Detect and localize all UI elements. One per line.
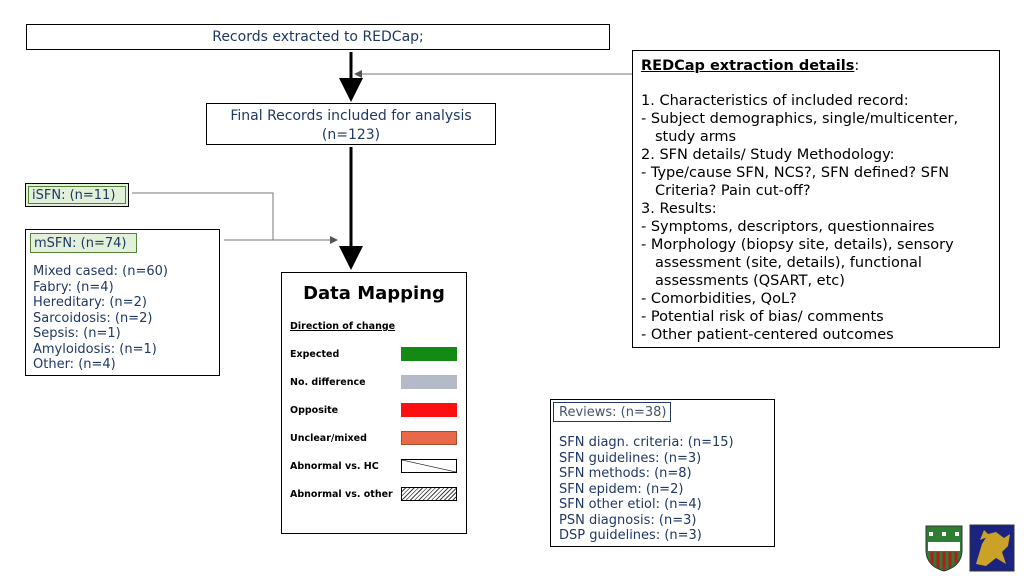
legend-title: Data Mapping bbox=[303, 283, 445, 304]
msfn-box: mSFN: (n=74) Mixed cased: (n=60)Fabry: (… bbox=[25, 229, 220, 376]
msfn-item: Sarcoidosis: (n=2) bbox=[33, 310, 153, 326]
legend-swatch bbox=[401, 375, 457, 389]
reviews-list: SFN diagn. criteria: (n=15)SFN guideline… bbox=[559, 435, 734, 544]
review-item: SFN diagn. criteria: (n=15) bbox=[559, 435, 734, 450]
redcap-detail-line: - Type/cause SFN, NCS?, SFN defined? SFN bbox=[641, 165, 950, 181]
redcap-detail-line: - Potential risk of bias/ comments bbox=[641, 309, 884, 325]
legend-row-label: Abnormal vs. HC bbox=[290, 461, 379, 472]
redcap-detail-line: - Other patient-centered outcomes bbox=[641, 327, 894, 343]
redcap-detail-line: assessments (QSART, etc) bbox=[655, 273, 845, 289]
redcap-detail-line: - Morphology (biopsy site, details), sen… bbox=[641, 237, 954, 253]
legend-row-label: Opposite bbox=[290, 405, 339, 416]
redcap-detail-line: - Subject demographics, single/multicent… bbox=[641, 111, 959, 127]
redcap-details-heading: REDCap extraction details: bbox=[641, 57, 991, 75]
redcap-detail-line: - Symptoms, descriptors, questionnaires bbox=[641, 219, 935, 235]
msfn-item: Hereditary: (n=2) bbox=[33, 295, 147, 310]
legend-row-label: Unclear/mixed bbox=[290, 433, 367, 444]
records-extracted-box: Records extracted to REDCap; bbox=[26, 24, 610, 50]
redcap-detail-line: study arms bbox=[655, 129, 737, 145]
legend-swatch bbox=[401, 347, 457, 361]
connector-isfn bbox=[132, 192, 274, 240]
redcap-details-title: REDCap extraction details bbox=[641, 58, 855, 74]
reviews-label: Reviews: (n=38) bbox=[553, 402, 671, 422]
review-item: DSP guidelines: (n=3) bbox=[559, 528, 702, 543]
legend-row-label: No. difference bbox=[290, 377, 366, 388]
review-item: SFN other etiol: (n=4) bbox=[559, 497, 702, 512]
redcap-detail-line: 2. SFN details/ Study Methodology: bbox=[641, 147, 895, 163]
redcap-details-box: REDCap extraction details: 1. Characteri… bbox=[632, 50, 1000, 348]
msfn-item: Sepsis: (n=1) bbox=[33, 326, 121, 341]
isfn-box: iSFN: (n=11) bbox=[25, 183, 129, 207]
legend-swatch bbox=[401, 459, 457, 473]
legend-row-label: Abnormal vs. other bbox=[290, 489, 393, 500]
msfn-item: Fabry: (n=4) bbox=[33, 279, 114, 295]
legend-swatch bbox=[401, 431, 457, 445]
redcap-detail-line: Criteria? Pain cut-off? bbox=[655, 183, 811, 199]
legend-row-label: Expected bbox=[290, 349, 340, 360]
msfn-label: mSFN: (n=74) bbox=[30, 233, 137, 253]
redcap-details-colon: : bbox=[854, 58, 860, 74]
logos bbox=[924, 524, 1016, 576]
shield-crest-icon bbox=[925, 525, 963, 572]
redcap-detail-line: assessment (site, details), functional bbox=[655, 255, 922, 271]
redcap-detail-line: 3. Results: bbox=[641, 201, 717, 217]
legend-subtitle: Direction of change bbox=[290, 321, 396, 332]
griffin-crest-icon bbox=[969, 524, 1015, 572]
msfn-item: Other: (n=4) bbox=[33, 357, 116, 372]
redcap-detail-line: - Comorbidities, QoL? bbox=[641, 291, 797, 307]
review-item: SFN epidem: (n=2) bbox=[559, 481, 684, 497]
msfn-item: Amyloidosis: (n=1) bbox=[33, 341, 157, 357]
msfn-item: Mixed cased: (n=60) bbox=[33, 264, 168, 279]
redcap-detail-line: 1. Characteristics of included record: bbox=[641, 93, 909, 109]
final-records-line1: Final Records included for analysis bbox=[230, 108, 472, 124]
redcap-details-list: 1. Characteristics of included record: - … bbox=[641, 92, 991, 344]
final-records-box: Final Records included for analysis (n=1… bbox=[206, 103, 496, 145]
legend-swatch bbox=[401, 487, 457, 501]
review-item: SFN methods: (n=8) bbox=[559, 466, 692, 481]
legend-swatch bbox=[401, 403, 457, 417]
review-item: SFN guidelines: (n=3) bbox=[559, 450, 702, 466]
final-records-count: (n=123) bbox=[321, 127, 381, 143]
records-extracted-text: Records extracted to REDCap; bbox=[212, 29, 424, 45]
data-mapping-legend: Data Mapping Direction of change Expecte… bbox=[281, 272, 467, 534]
isfn-label: iSFN: (n=11) bbox=[28, 186, 126, 204]
msfn-list: Mixed cased: (n=60)Fabry: (n=4)Hereditar… bbox=[33, 264, 168, 373]
reviews-box: Reviews: (n=38) SFN diagn. criteria: (n=… bbox=[550, 399, 775, 547]
institution-logos bbox=[925, 524, 1015, 572]
review-item: PSN diagnosis: (n=3) bbox=[559, 512, 697, 528]
